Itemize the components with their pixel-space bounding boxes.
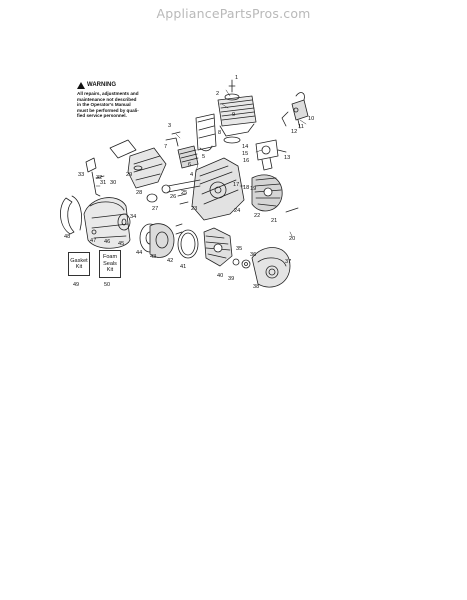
callout-number: 23 <box>191 206 197 212</box>
callout-number: 38 <box>253 284 259 290</box>
warning-title-text: WARNING <box>87 81 116 88</box>
callout-number: 4 <box>190 172 193 178</box>
kit-label-line: Kit <box>106 267 114 274</box>
callout-number: 16 <box>243 158 249 164</box>
callout-number: 15 <box>242 151 248 157</box>
cylinder-part <box>217 79 257 144</box>
handle-part <box>60 195 82 235</box>
kit-label-line: Kit <box>75 264 83 270</box>
warning-line: maintenance not described <box>77 96 137 102</box>
callout-number: 14 <box>242 144 248 150</box>
callout-number: 6 <box>188 162 191 168</box>
warning-line: in the Operator's Manual <box>77 102 131 108</box>
callout-number: 20 <box>289 236 295 242</box>
blower-housing-part <box>83 197 131 249</box>
warning-triangle-icon <box>77 82 85 89</box>
callout-number: 48 <box>64 234 70 240</box>
callout-number: 47 <box>90 238 96 244</box>
callout-number: 25 <box>181 190 187 196</box>
warning-line: must be performed by quali- <box>77 107 139 113</box>
callout-number: 37 <box>285 259 291 265</box>
callout-number: 30 <box>110 180 116 186</box>
watermark-text: AppliancePartsPros.com <box>156 6 311 21</box>
flywheel-part <box>251 174 283 212</box>
callout-number: 46 <box>104 239 110 245</box>
kit-label-line: Gasket <box>70 257 88 264</box>
callout-number: 45 <box>118 241 124 247</box>
callout-number: 29 <box>126 172 132 178</box>
callout-number: 42 <box>167 258 173 264</box>
warning-line: All repairs, adjustments and <box>77 91 139 96</box>
callout-number: 7 <box>164 144 167 150</box>
callout-number: 12 <box>291 129 297 135</box>
gasket-kit-box: Gasket Kit <box>68 252 90 276</box>
foam-seals-kit-box: Foam Seals Kit <box>99 250 121 278</box>
callout-number: 19 <box>250 186 256 192</box>
callout-number: 24 <box>234 208 240 214</box>
throttle-lever-part <box>85 157 105 197</box>
pin-part <box>285 207 299 213</box>
callout-number: 2 <box>216 91 219 97</box>
callout-number: 8 <box>218 130 221 136</box>
warning-title: WARNING <box>77 82 159 89</box>
callout-number: 35 <box>236 246 242 252</box>
blower-cover-part <box>251 247 291 288</box>
screw-part <box>177 193 189 205</box>
recoil-starter-part <box>149 223 175 258</box>
callout-number: 17 <box>233 182 239 188</box>
callout-number: 1 <box>235 75 238 81</box>
crankcase-part <box>161 157 245 221</box>
callout-number: 33 <box>78 172 84 178</box>
bolt-part <box>175 223 183 235</box>
callout-number: 18 <box>243 185 249 191</box>
callout-number: 43 <box>150 254 156 260</box>
callout-number: 22 <box>254 213 260 219</box>
gasket-kit-number: 49 <box>73 282 80 288</box>
callout-number: 28 <box>136 190 142 196</box>
callout-number: 13 <box>284 155 290 161</box>
callout-number: 26 <box>170 194 176 200</box>
exhaust-part <box>255 139 287 171</box>
callout-number: 39 <box>228 276 234 282</box>
callout-number: 36 <box>250 252 256 258</box>
ring-part <box>177 229 199 259</box>
callout-number: 11 <box>298 124 304 130</box>
callout-numbers: 1 2 3 4 5 6 7 8 9 10 11 12 13 14 15 16 1… <box>64 75 314 290</box>
callout-number: 34 <box>130 214 136 220</box>
callout-number: 31 <box>100 180 106 186</box>
callout-number: 21 <box>271 218 277 224</box>
carburetor-part <box>165 113 217 169</box>
fuel-tank-part <box>109 139 167 189</box>
callout-number: 9 <box>232 112 235 118</box>
callout-number: 41 <box>180 264 186 270</box>
ignition-coil-part <box>281 92 309 129</box>
foam-seals-kit-number: 50 <box>104 282 111 288</box>
callout-number: 3 <box>168 123 171 129</box>
warning-notice: WARNING All repairs, adjustments and mai… <box>77 82 159 119</box>
callout-number: 32 <box>96 175 102 181</box>
callout-number: 10 <box>308 116 314 122</box>
impeller-fan-part <box>203 227 233 267</box>
washer-part <box>232 258 251 269</box>
callout-number: 40 <box>217 273 223 279</box>
kit-label-line: Seals <box>103 260 117 267</box>
seal-part <box>146 193 158 203</box>
warning-line: fied service personnel. <box>77 113 127 119</box>
callout-number: 27 <box>152 206 158 212</box>
callout-number: 44 <box>136 250 142 256</box>
leader-lines <box>95 89 307 237</box>
callout-number: 5 <box>202 154 205 160</box>
kit-label-line: Foam <box>102 254 118 261</box>
